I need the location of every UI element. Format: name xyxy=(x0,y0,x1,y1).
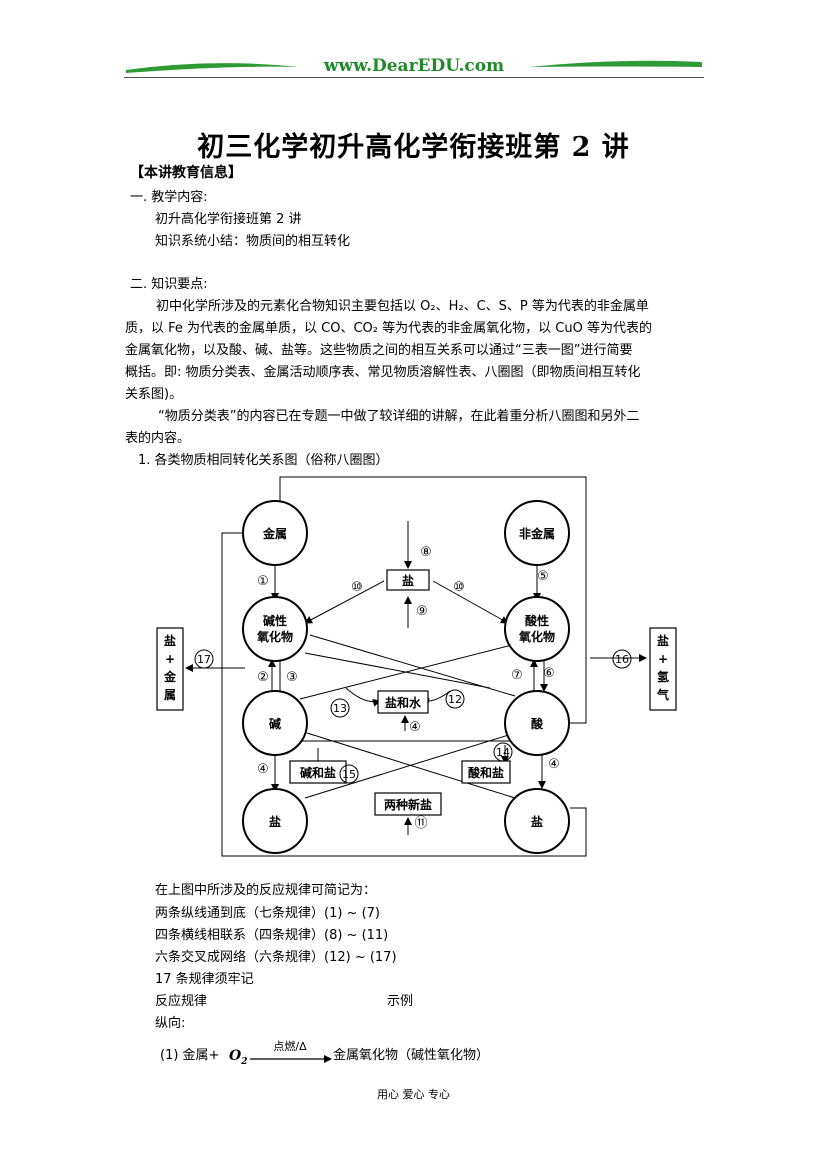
box-salt-metal: + xyxy=(165,652,175,666)
page-footer: 用心 爱心 专心 xyxy=(377,1088,450,1101)
rule-number: 12 xyxy=(448,693,462,706)
header-banner: www.DearEDU.com xyxy=(124,54,704,80)
site-url[interactable]: www.DearEDU.com xyxy=(323,56,505,76)
part1-heading: 一. 教学内容: xyxy=(130,190,208,205)
rule-number: ⑨ xyxy=(416,604,428,619)
box-salt-metal: 属 xyxy=(164,688,176,702)
circle-nonmetal-label: 非金属 xyxy=(519,526,555,541)
page-title: 初三化学初升高化学衔接班第 2 讲 xyxy=(197,132,630,163)
rule-number: ① xyxy=(257,574,269,589)
part1-line2: 知识系统小结：物质间的相互转化 xyxy=(155,234,351,249)
box-salt-hydrogen: 气 xyxy=(656,687,669,702)
rule-number: ⑤ xyxy=(537,569,549,584)
formula-reagent: O2 xyxy=(229,1048,248,1067)
rules-line: 四条横线相联系（四条规律）(8) ~ (11) xyxy=(155,928,389,943)
circle-acid-label: 酸 xyxy=(531,716,544,731)
box-base-salt: 碱和盐 xyxy=(300,765,336,780)
rule-number: ⑪ xyxy=(414,816,427,831)
para1-line: 质，以 Fe 为代表的金属单质，以 CO、CO₂ 等为代表的非金属氧化物，以 C… xyxy=(125,321,652,336)
banner-swoosh xyxy=(126,60,702,73)
para1-line: 关系图)。 xyxy=(125,387,183,402)
para1-line: 概括。即: 物质分类表、金属活动顺序表、常见物质溶解性表、八圈图（即物质间相互转… xyxy=(125,365,641,380)
circle-base-label: 碱 xyxy=(269,716,281,731)
para2-line: 表的内容。 xyxy=(125,431,191,446)
rule-number: ② xyxy=(257,670,269,685)
header-rule xyxy=(124,77,704,78)
circle-salt-label: 盐 xyxy=(531,814,543,829)
rule-number: ⑩ xyxy=(453,580,465,595)
rule-number: ⑧ xyxy=(420,545,432,560)
vertical-label: 纵向: xyxy=(155,1016,186,1031)
rules-line: 两条纵线通到底（七条规律）(1) ~ (7) xyxy=(155,906,380,921)
rule-number: 17 xyxy=(197,653,211,666)
part1-line1: 初升高化学衔接班第 2 讲 xyxy=(155,212,302,227)
rule-number: ③ xyxy=(286,670,298,685)
rule-number: ⑩ xyxy=(351,580,363,595)
box-salt-water: 盐和水 xyxy=(385,695,422,710)
circle-salt-label: 盐 xyxy=(269,814,281,829)
item1-line: 1. 各类物质相同转化关系图（俗称八圈图） xyxy=(138,453,389,468)
formula-condition: 点燃/Δ xyxy=(273,1040,307,1053)
box-salt-metal: 金 xyxy=(163,669,177,684)
rule-number: ④ xyxy=(257,762,269,777)
column-example-label: 示例 xyxy=(387,994,414,1009)
eight-circle-diagram: 金属 非金属 碱性 氧化物 酸性 氧化物 碱 酸 盐 盐 盐 盐和水 碱和盐 酸… xyxy=(156,476,677,857)
box-acid-salt: 酸和盐 xyxy=(468,765,504,780)
formula-arrow xyxy=(250,1055,332,1063)
rule-number: ④ xyxy=(409,720,421,735)
rules-line: 六条交叉成网络（六条规律）(12) ~ (17) xyxy=(155,950,397,965)
box-salt-hydrogen: 盐 xyxy=(657,633,669,648)
circle-basic-oxide-label: 氧化物 xyxy=(256,629,293,644)
section-label: 【本讲教育信息】 xyxy=(130,165,242,181)
column-rule-label: 反应规律 xyxy=(155,994,208,1009)
formula-product: 金属氧化物（碱性氧化物） xyxy=(333,1048,490,1063)
circle-metal-label: 金属 xyxy=(262,526,287,541)
part2-heading: 二. 知识要点: xyxy=(130,277,208,292)
circle-acidic-oxide-label: 氧化物 xyxy=(518,629,555,644)
box-salt-top: 盐 xyxy=(402,573,414,588)
para1-line: 初中化学所涉及的元素化合物知识主要包括以 O₂、H₂、C、S、P 等为代表的非金… xyxy=(156,299,649,314)
rule-number: 15 xyxy=(342,768,356,781)
box-salt-hydrogen: + xyxy=(658,652,668,666)
box-salt-hydrogen: 氢 xyxy=(657,669,669,684)
box-two-salts: 两种新盐 xyxy=(384,797,432,812)
rule-number: 16 xyxy=(615,653,629,666)
para2-line: “物质分类表”的内容已在专题一中做了较详细的讲解，在此着重分析八圈图和另外二 xyxy=(158,409,640,424)
para1-line: 金属氧化物，以及酸、碱、盐等。这些物质之间的相互关系可以通过“三表一图”进行简要 xyxy=(125,343,633,358)
rules-intro: 在上图中所涉及的反应规律可简记为： xyxy=(155,883,377,898)
box-salt-metal: 盐 xyxy=(164,633,176,648)
rule-number: ⑦ xyxy=(511,668,523,683)
rule-number: 13 xyxy=(333,702,347,715)
rule-number: ④ xyxy=(548,757,560,772)
rule-number: ⑥ xyxy=(543,666,555,681)
circle-acidic-oxide-label: 酸性 xyxy=(525,613,549,628)
rule-number: 14 xyxy=(496,746,510,759)
circle-basic-oxide-label: 碱性 xyxy=(263,613,287,628)
rules-line: 17 条规律须牢记 xyxy=(155,972,254,987)
formula-prefix: (1) 金属+ xyxy=(160,1048,220,1063)
